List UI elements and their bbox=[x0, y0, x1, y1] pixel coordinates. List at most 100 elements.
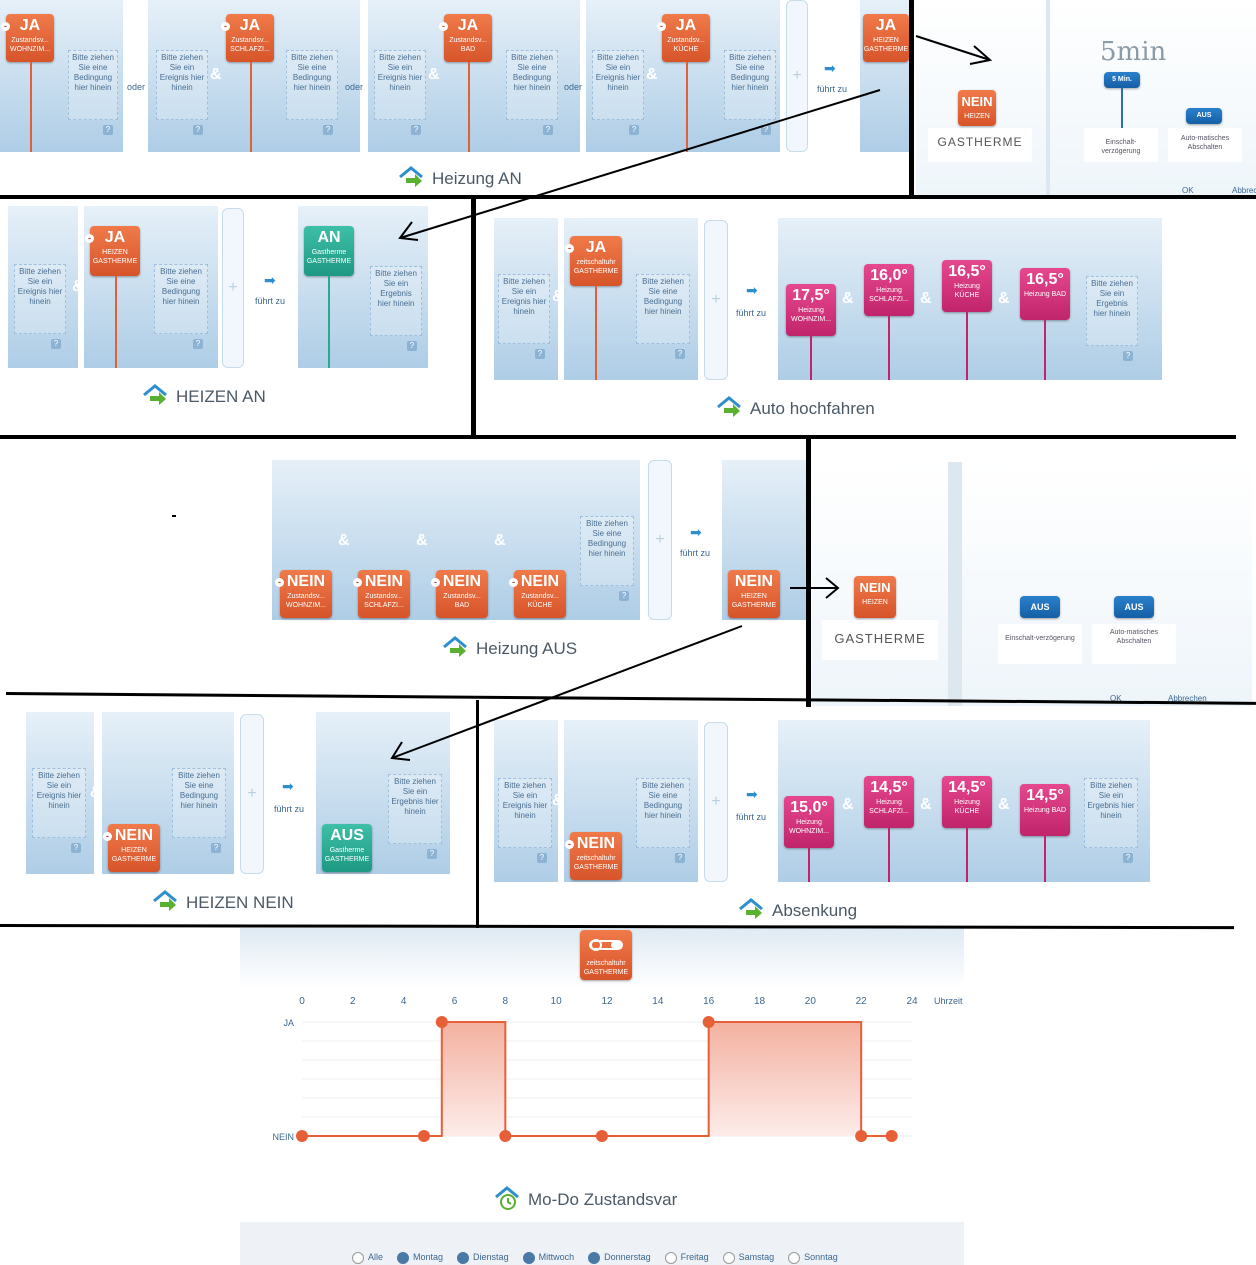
checkbox-icon[interactable] bbox=[722, 1252, 735, 1264]
help-icon[interactable]: ? bbox=[761, 125, 771, 135]
remove-icon[interactable]: - bbox=[657, 22, 666, 31]
drop-zone-result[interactable]: Bitte ziehen Sie ein Ergebnis hier hinei… bbox=[1084, 778, 1138, 863]
auto-off-button[interactable]: AUS bbox=[1114, 596, 1154, 618]
drop-zone-condition[interactable]: Bitte ziehen Sie eine Bedingung hier hin… bbox=[580, 516, 634, 601]
auto-off-button[interactable]: AUS bbox=[1186, 108, 1222, 124]
day-checkbox-montag[interactable]: Montag bbox=[397, 1252, 443, 1264]
drop-zone-result[interactable]: Bitte ziehen Sie ein Ergebnis hier hinei… bbox=[370, 266, 422, 351]
temp-tile-kueche[interactable]: 16,5°Heizung KÜCHE bbox=[942, 260, 992, 312]
checkbox-icon[interactable] bbox=[788, 1252, 801, 1264]
checkbox-icon[interactable] bbox=[588, 1252, 601, 1264]
help-icon[interactable]: ? bbox=[51, 339, 61, 349]
drop-zone-event[interactable]: Bitte ziehen Sie ein Ereignis hier hinei… bbox=[156, 50, 208, 135]
help-icon[interactable]: ? bbox=[1123, 853, 1133, 863]
remove-icon[interactable]: - bbox=[439, 22, 448, 31]
temp-tile-bad[interactable]: 16,5°Heizung BAD bbox=[1020, 268, 1070, 320]
help-icon[interactable]: ? bbox=[629, 125, 639, 135]
help-icon[interactable]: ? bbox=[537, 853, 547, 863]
add-column-button[interactable]: + bbox=[240, 714, 264, 874]
day-checkbox-sonntag[interactable]: Sonntag bbox=[788, 1252, 838, 1264]
drop-zone-condition[interactable]: Bitte ziehen Sie eine Bedingung hier hin… bbox=[172, 768, 226, 853]
temp-tile-wohnzimmer[interactable]: 17,5°Heizung WOHNZIM... bbox=[786, 284, 836, 336]
day-checkbox-mittwoch[interactable]: Mittwoch bbox=[522, 1252, 574, 1264]
help-icon[interactable]: ? bbox=[411, 125, 421, 135]
drop-zone-condition[interactable]: Bitte ziehen Sie eine Bedingung hier hin… bbox=[724, 50, 776, 135]
checkbox-icon[interactable] bbox=[352, 1252, 364, 1264]
drop-zone-condition[interactable]: Bitte ziehen Sie eine Bedingung hier hin… bbox=[154, 264, 208, 349]
add-column-button[interactable]: + bbox=[222, 208, 244, 368]
add-column-button[interactable]: + bbox=[704, 220, 728, 380]
cancel-button[interactable]: Abbrechen bbox=[1232, 186, 1256, 195]
day-checkbox-freitag[interactable]: Freitag bbox=[664, 1252, 709, 1264]
drop-zone-event[interactable]: Bitte ziehen Sie ein Ereignis hier hinei… bbox=[592, 50, 644, 135]
add-column-button[interactable]: + bbox=[704, 722, 728, 882]
drop-zone-event[interactable]: Bitte ziehen Sie ein Ereignis hier hinei… bbox=[374, 50, 426, 135]
remove-icon[interactable]: - bbox=[509, 578, 518, 587]
drop-zone-condition[interactable]: Bitte ziehen Sie eine Bedingung hier hin… bbox=[506, 50, 558, 135]
remove-icon[interactable]: - bbox=[85, 234, 94, 243]
day-checkbox-samstag[interactable]: Samstag bbox=[722, 1252, 774, 1264]
zeitschaltuhr-tile[interactable]: zeitschaltuhr GASTHERME bbox=[580, 930, 632, 980]
day-checkbox-donnerstag[interactable]: Donnerstag bbox=[588, 1252, 651, 1264]
drop-zone-event[interactable]: Bitte ziehen Sie ein Ereignis hier hinei… bbox=[32, 768, 86, 853]
drop-zone-result[interactable]: Bitte ziehen Sie ein Ergebnis hier hinei… bbox=[388, 774, 442, 859]
drop-zone-condition[interactable]: Bitte ziehen Sie eine Bedingung hier hin… bbox=[636, 274, 690, 359]
help-icon[interactable]: ? bbox=[619, 591, 629, 601]
day-checkbox-dienstag[interactable]: Dienstag bbox=[457, 1252, 509, 1264]
checkbox-icon[interactable] bbox=[397, 1252, 410, 1264]
temp-tile-kueche[interactable]: 14,5°Heizung KÜCHE bbox=[942, 776, 992, 828]
drop-zone-event[interactable]: Bitte ziehen Sie ein Ereignis hier hinei… bbox=[498, 274, 550, 359]
add-column-button[interactable]: + bbox=[786, 0, 808, 152]
checkbox-icon[interactable] bbox=[522, 1252, 535, 1264]
temp-tile-bad[interactable]: 14,5°Heizung BAD bbox=[1020, 784, 1070, 836]
help-icon[interactable]: ? bbox=[71, 843, 81, 853]
remove-icon[interactable]: - bbox=[221, 22, 230, 31]
help-icon[interactable]: ? bbox=[427, 849, 437, 859]
ok-button[interactable]: OK bbox=[1110, 694, 1122, 703]
help-icon[interactable]: ? bbox=[675, 853, 685, 863]
help-icon[interactable]: ? bbox=[543, 125, 553, 135]
help-icon[interactable]: ? bbox=[407, 341, 417, 351]
temp-tile-schlafzimmer[interactable]: 16,0°Heizung SCHLAFZI... bbox=[864, 264, 914, 316]
drop-zone-event[interactable]: Bitte ziehen Sie ein Ereignis hier hinei… bbox=[498, 778, 552, 863]
drop-zone-condition[interactable]: Bitte ziehen Sie eine Bedingung hier hin… bbox=[286, 50, 338, 135]
help-icon[interactable]: ? bbox=[675, 349, 685, 359]
help-icon[interactable]: ? bbox=[323, 125, 333, 135]
checkbox-icon[interactable] bbox=[664, 1252, 677, 1264]
remove-icon[interactable]: - bbox=[565, 840, 574, 849]
help-icon[interactable]: ? bbox=[103, 125, 113, 135]
drop-zone-condition[interactable]: Bitte ziehen Sie eine Bedingung hier hin… bbox=[68, 50, 118, 135]
temp-tile-wohnzimmer[interactable]: 15,0°Heizung WOHNZIM... bbox=[784, 796, 834, 848]
add-column-button[interactable]: + bbox=[648, 460, 672, 620]
ok-button[interactable]: OK bbox=[1182, 186, 1194, 195]
delay-button[interactable]: AUS bbox=[1020, 596, 1060, 618]
remove-icon[interactable]: - bbox=[275, 578, 284, 587]
temp-tile-schlafzimmer[interactable]: 14,5°Heizung SCHLAFZI... bbox=[864, 776, 914, 828]
help-icon[interactable]: ? bbox=[535, 349, 545, 359]
cancel-button[interactable]: Abbrechen bbox=[1168, 694, 1207, 703]
drop-zone-result[interactable]: Bitte ziehen Sie ein Ergebnis hier hinei… bbox=[1086, 276, 1138, 361]
remove-icon[interactable]: - bbox=[103, 832, 112, 841]
drop-zone-condition[interactable]: Bitte ziehen Sie eine Bedingung hier hin… bbox=[636, 778, 690, 863]
help-icon[interactable]: ? bbox=[1123, 351, 1133, 361]
checkbox-icon[interactable] bbox=[457, 1252, 470, 1264]
day-checkbox-alle[interactable]: Alle bbox=[352, 1252, 383, 1264]
remove-icon[interactable]: - bbox=[431, 578, 440, 587]
